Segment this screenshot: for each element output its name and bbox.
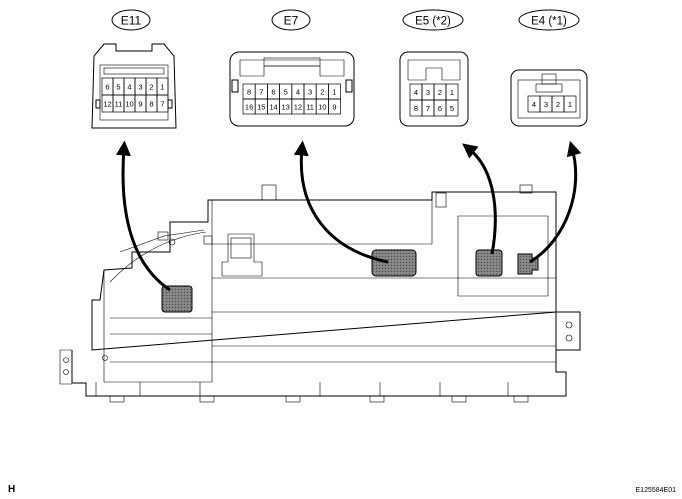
- pin-number: 2: [438, 88, 442, 97]
- meter-body: [59, 184, 581, 403]
- pin-number: 6: [105, 82, 109, 91]
- figure-code: E125584E01: [636, 487, 677, 494]
- pin-number: 3: [138, 82, 142, 91]
- arrow-to-e4: [529, 140, 582, 264]
- pin-number: 2: [320, 87, 324, 96]
- pin-number: 7: [160, 99, 164, 108]
- label-e11-text: E11: [121, 14, 142, 28]
- label-e5-text: E5 (*2): [415, 16, 451, 28]
- pin-number: 11: [115, 99, 123, 108]
- pin-number: 15: [257, 102, 265, 111]
- pin-number: 3: [544, 100, 548, 109]
- pin-number: 6: [271, 87, 275, 96]
- label-e7-text: E7: [284, 14, 299, 28]
- label-e4-text: E4 (*1): [531, 16, 567, 28]
- pin-number: 8: [247, 87, 251, 96]
- pin-number: 12: [103, 99, 111, 108]
- pin-number: 9: [138, 99, 142, 108]
- pin-number: 10: [125, 99, 133, 108]
- arrow-to-e11: [115, 140, 171, 292]
- pin-number: 8: [414, 104, 418, 113]
- pin-number: 6: [438, 104, 442, 113]
- pin-number: 5: [450, 104, 454, 113]
- label-e5: E5 (*2): [402, 9, 464, 31]
- pin-number: 12: [294, 102, 302, 111]
- pin-number: 4: [532, 100, 536, 109]
- label-e7: E7: [271, 9, 311, 31]
- pin-number: 11: [306, 102, 314, 111]
- pin-number: 9: [332, 102, 336, 111]
- socket-e7: [371, 249, 417, 277]
- pin-number: 1: [568, 100, 572, 109]
- pin-number: 3: [308, 87, 312, 96]
- pin-cell: [445, 99, 459, 117]
- pin-cell: [156, 94, 169, 113]
- label-e4: E4 (*1): [518, 9, 580, 31]
- pin-number: 3: [426, 88, 430, 97]
- pin-number: 4: [296, 87, 300, 96]
- pin-number: 1: [160, 82, 164, 91]
- pin-number: 7: [259, 87, 263, 96]
- pin-number: 8: [149, 99, 153, 108]
- pin-number: 10: [318, 102, 326, 111]
- pin-number: 13: [282, 102, 290, 111]
- pin-cell: [328, 98, 341, 115]
- pin-number: 4: [127, 82, 131, 91]
- pin-number: 2: [149, 82, 153, 91]
- pin-number: 1: [450, 88, 454, 97]
- socket-e11: [161, 285, 193, 313]
- pin-number: 14: [269, 102, 277, 111]
- socket-e5: [475, 249, 503, 277]
- pin-number: 16: [245, 102, 253, 111]
- arrow-to-e5: [462, 143, 497, 255]
- pin-number: 2: [556, 100, 560, 109]
- label-e11: E11: [111, 9, 151, 31]
- pin-number: 1: [332, 87, 336, 96]
- pin-cell: [563, 95, 577, 113]
- arrow-to-e7: [293, 140, 389, 264]
- pin-number: 7: [426, 104, 430, 113]
- pin-number: 5: [116, 82, 120, 91]
- pin-number: 4: [414, 88, 418, 97]
- corner-letter: H: [8, 484, 15, 495]
- pin-number: 5: [284, 87, 288, 96]
